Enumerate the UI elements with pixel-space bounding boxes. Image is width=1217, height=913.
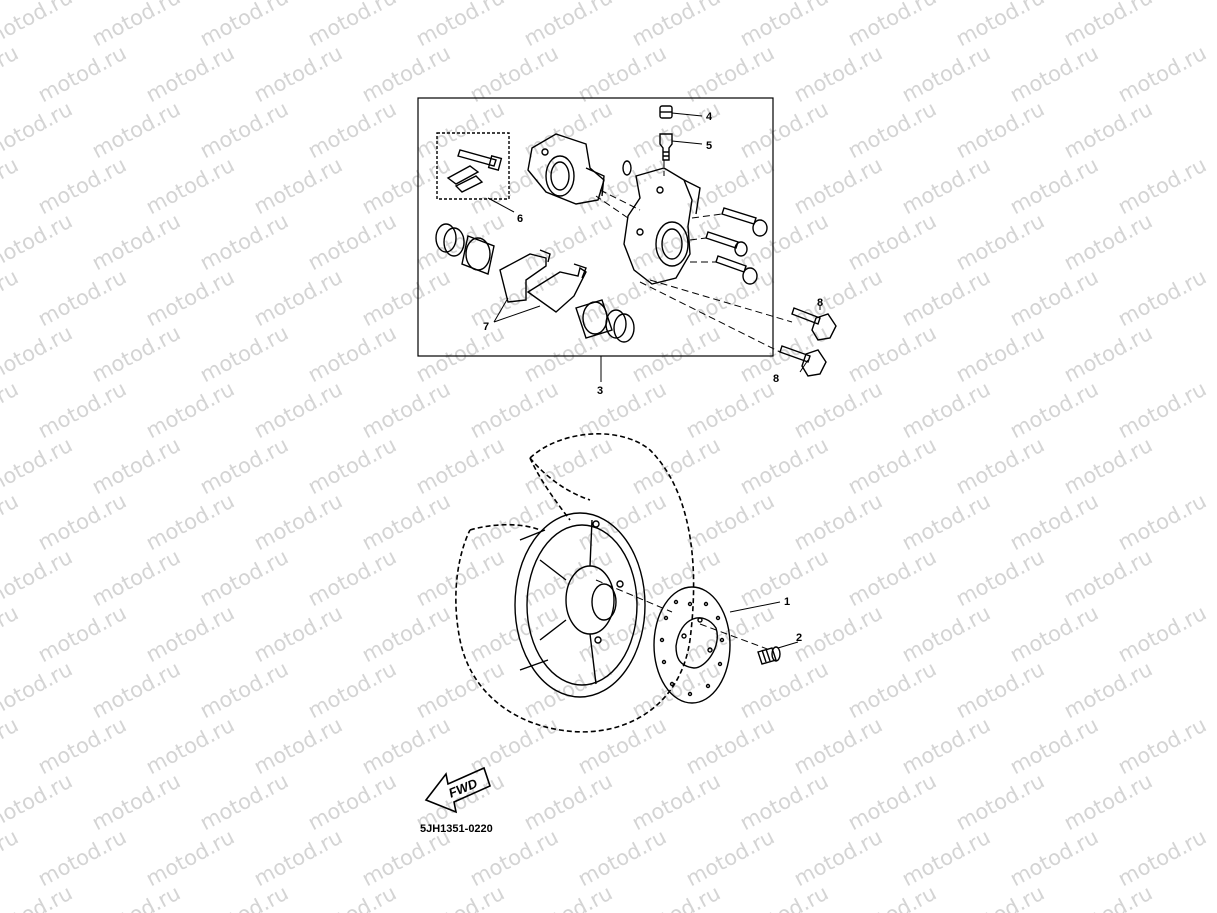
fwd-label: FWD [446,775,480,800]
fwd-arrow-icon [424,766,491,814]
bleed-screw [659,133,673,161]
bolt-icon [779,345,827,377]
bolt-icon [705,231,748,257]
piston-left [461,235,495,275]
leader-lines [487,112,821,649]
brake-pad [526,263,587,313]
callout-2: 2 [796,632,802,644]
pin-clip-icon [446,165,484,193]
piston-seal-right [605,309,635,343]
wheel-rim [514,512,646,698]
callout-1: 1 [784,596,790,608]
diagram-code: 5JH1351-0220 [420,823,493,835]
caliper-bracket [527,133,605,205]
callout-8b: 8 [773,373,779,385]
bolt-icon [791,307,837,341]
callout-8a: 8 [817,297,823,309]
callout-3: 3 [597,385,603,397]
bolt-icon [715,255,758,285]
bleed-cap [659,105,673,119]
detail-box-part-6 [436,132,510,200]
piston-seal-left [435,223,465,257]
bolt-icon [721,207,768,237]
bolt-icon [757,646,781,665]
callout-6: 6 [517,213,523,225]
caliper-assembly-frame [417,97,774,357]
caliper-body [623,167,701,285]
callout-4: 4 [706,111,713,123]
callout-5: 5 [706,140,712,152]
assembly-lines [595,160,793,651]
o-ring-small [622,160,632,176]
callout-7: 7 [483,321,489,333]
brake-disc-icon [653,586,731,704]
wheel-tire [455,433,695,733]
wheel-hub [539,519,624,685]
brake-pad [499,249,551,303]
bolt-icon [457,149,503,171]
